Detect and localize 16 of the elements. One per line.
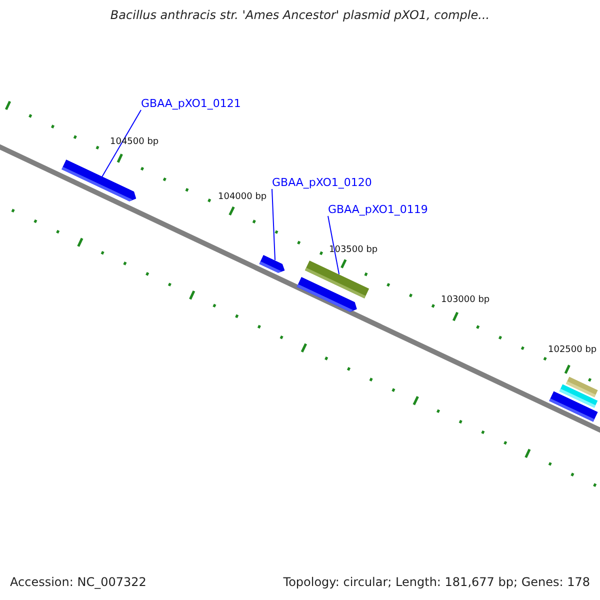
- gene-arrow: [258, 254, 287, 275]
- gene-label: GBAA_pXO1_0121: [141, 97, 241, 110]
- gene-arrow: [296, 276, 360, 314]
- leader-line: [272, 188, 276, 261]
- gene-arrow: [61, 160, 138, 204]
- scale-label: 103000 bp: [441, 295, 490, 305]
- scale-label: 102500 bp: [548, 345, 597, 355]
- gene-label: GBAA_pXO1_0120: [272, 176, 372, 189]
- footer-text: Topology: circular; Length: 181,677 bp; Genes: 178: [283, 575, 590, 589]
- gene-bar: [549, 391, 598, 422]
- scale-label: 104000 bp: [218, 192, 267, 202]
- map-title: Bacillus anthracis str. 'Ames Ancestor' plasmid pXO1, comple...: [109, 8, 491, 22]
- leader-line: [102, 110, 142, 178]
- gene-label: GBAA_pXO1_0119: [328, 203, 428, 216]
- footer-text: Accession: NC_007322: [10, 575, 146, 589]
- leader-line: [328, 216, 340, 275]
